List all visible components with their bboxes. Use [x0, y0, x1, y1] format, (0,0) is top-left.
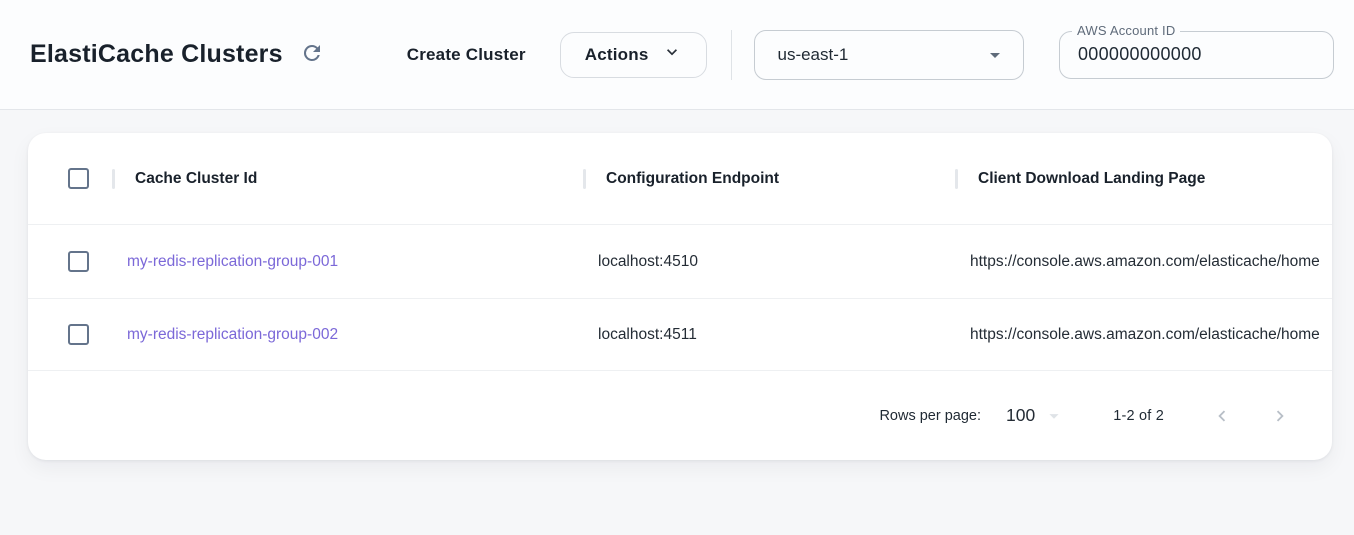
column-header-cache-cluster-id: Cache Cluster Id — [113, 170, 584, 188]
column-header-client-download-landing-page: Client Download Landing Page — [956, 170, 1332, 188]
topbar-divider — [731, 29, 733, 80]
rows-per-page-select[interactable]: 100 — [1006, 405, 1065, 427]
refresh-button[interactable] — [297, 40, 327, 70]
table-header-row: Cache Cluster Id Configuration Endpoint … — [28, 133, 1332, 224]
rows-per-page-value: 100 — [1006, 405, 1036, 425]
region-select-value: us-east-1 — [777, 44, 849, 64]
cluster-id-link[interactable]: my-redis-replication-group-002 — [127, 325, 339, 343]
actions-button-label: Actions — [584, 44, 649, 64]
chevron-left-icon — [1218, 410, 1226, 421]
aws-account-id-label: AWS Account ID — [1072, 22, 1181, 38]
chevron-down-icon — [662, 42, 682, 67]
next-page-button[interactable] — [1266, 402, 1294, 430]
table-pagination: Rows per page: 100 1-2 of 2 — [28, 370, 1332, 460]
table-row: my-redis-replication-group-001 localhost… — [28, 224, 1332, 298]
table-row: my-redis-replication-group-002 localhost… — [28, 298, 1332, 370]
row-checkbox[interactable] — [68, 324, 89, 345]
cluster-id-link[interactable]: my-redis-replication-group-001 — [127, 252, 339, 270]
dropdown-arrow-icon — [1049, 413, 1059, 419]
client-download-landing-page-cell: https://console.aws.amazon.com/elasticac… — [970, 325, 1320, 343]
rows-per-page-label: Rows per page: — [879, 407, 982, 424]
topbar: ElastiCache Clusters Create Cluster Acti… — [0, 0, 1354, 110]
dropdown-arrow-icon — [990, 52, 1001, 58]
create-cluster-button[interactable]: Create Cluster — [406, 44, 526, 64]
page-title: ElastiCache Clusters — [30, 40, 283, 68]
chevron-right-icon — [1276, 410, 1284, 421]
actions-button[interactable]: Actions — [559, 31, 708, 78]
region-select[interactable]: us-east-1 — [754, 29, 1025, 80]
clusters-table-card: Cache Cluster Id Configuration Endpoint … — [28, 133, 1332, 460]
aws-account-id-field: AWS Account ID — [1059, 22, 1334, 79]
configuration-endpoint-cell: localhost:4511 — [598, 325, 697, 343]
select-all-checkbox[interactable] — [68, 168, 89, 189]
client-download-landing-page-cell: https://console.aws.amazon.com/elasticac… — [970, 252, 1320, 270]
row-checkbox[interactable] — [68, 251, 89, 272]
configuration-endpoint-cell: localhost:4510 — [598, 252, 698, 270]
aws-account-id-input[interactable] — [1078, 44, 1315, 65]
pagination-range-label: 1-2 of 2 — [1113, 407, 1164, 424]
previous-page-button[interactable] — [1208, 402, 1236, 430]
column-header-configuration-endpoint: Configuration Endpoint — [584, 170, 956, 188]
refresh-icon — [300, 41, 324, 68]
